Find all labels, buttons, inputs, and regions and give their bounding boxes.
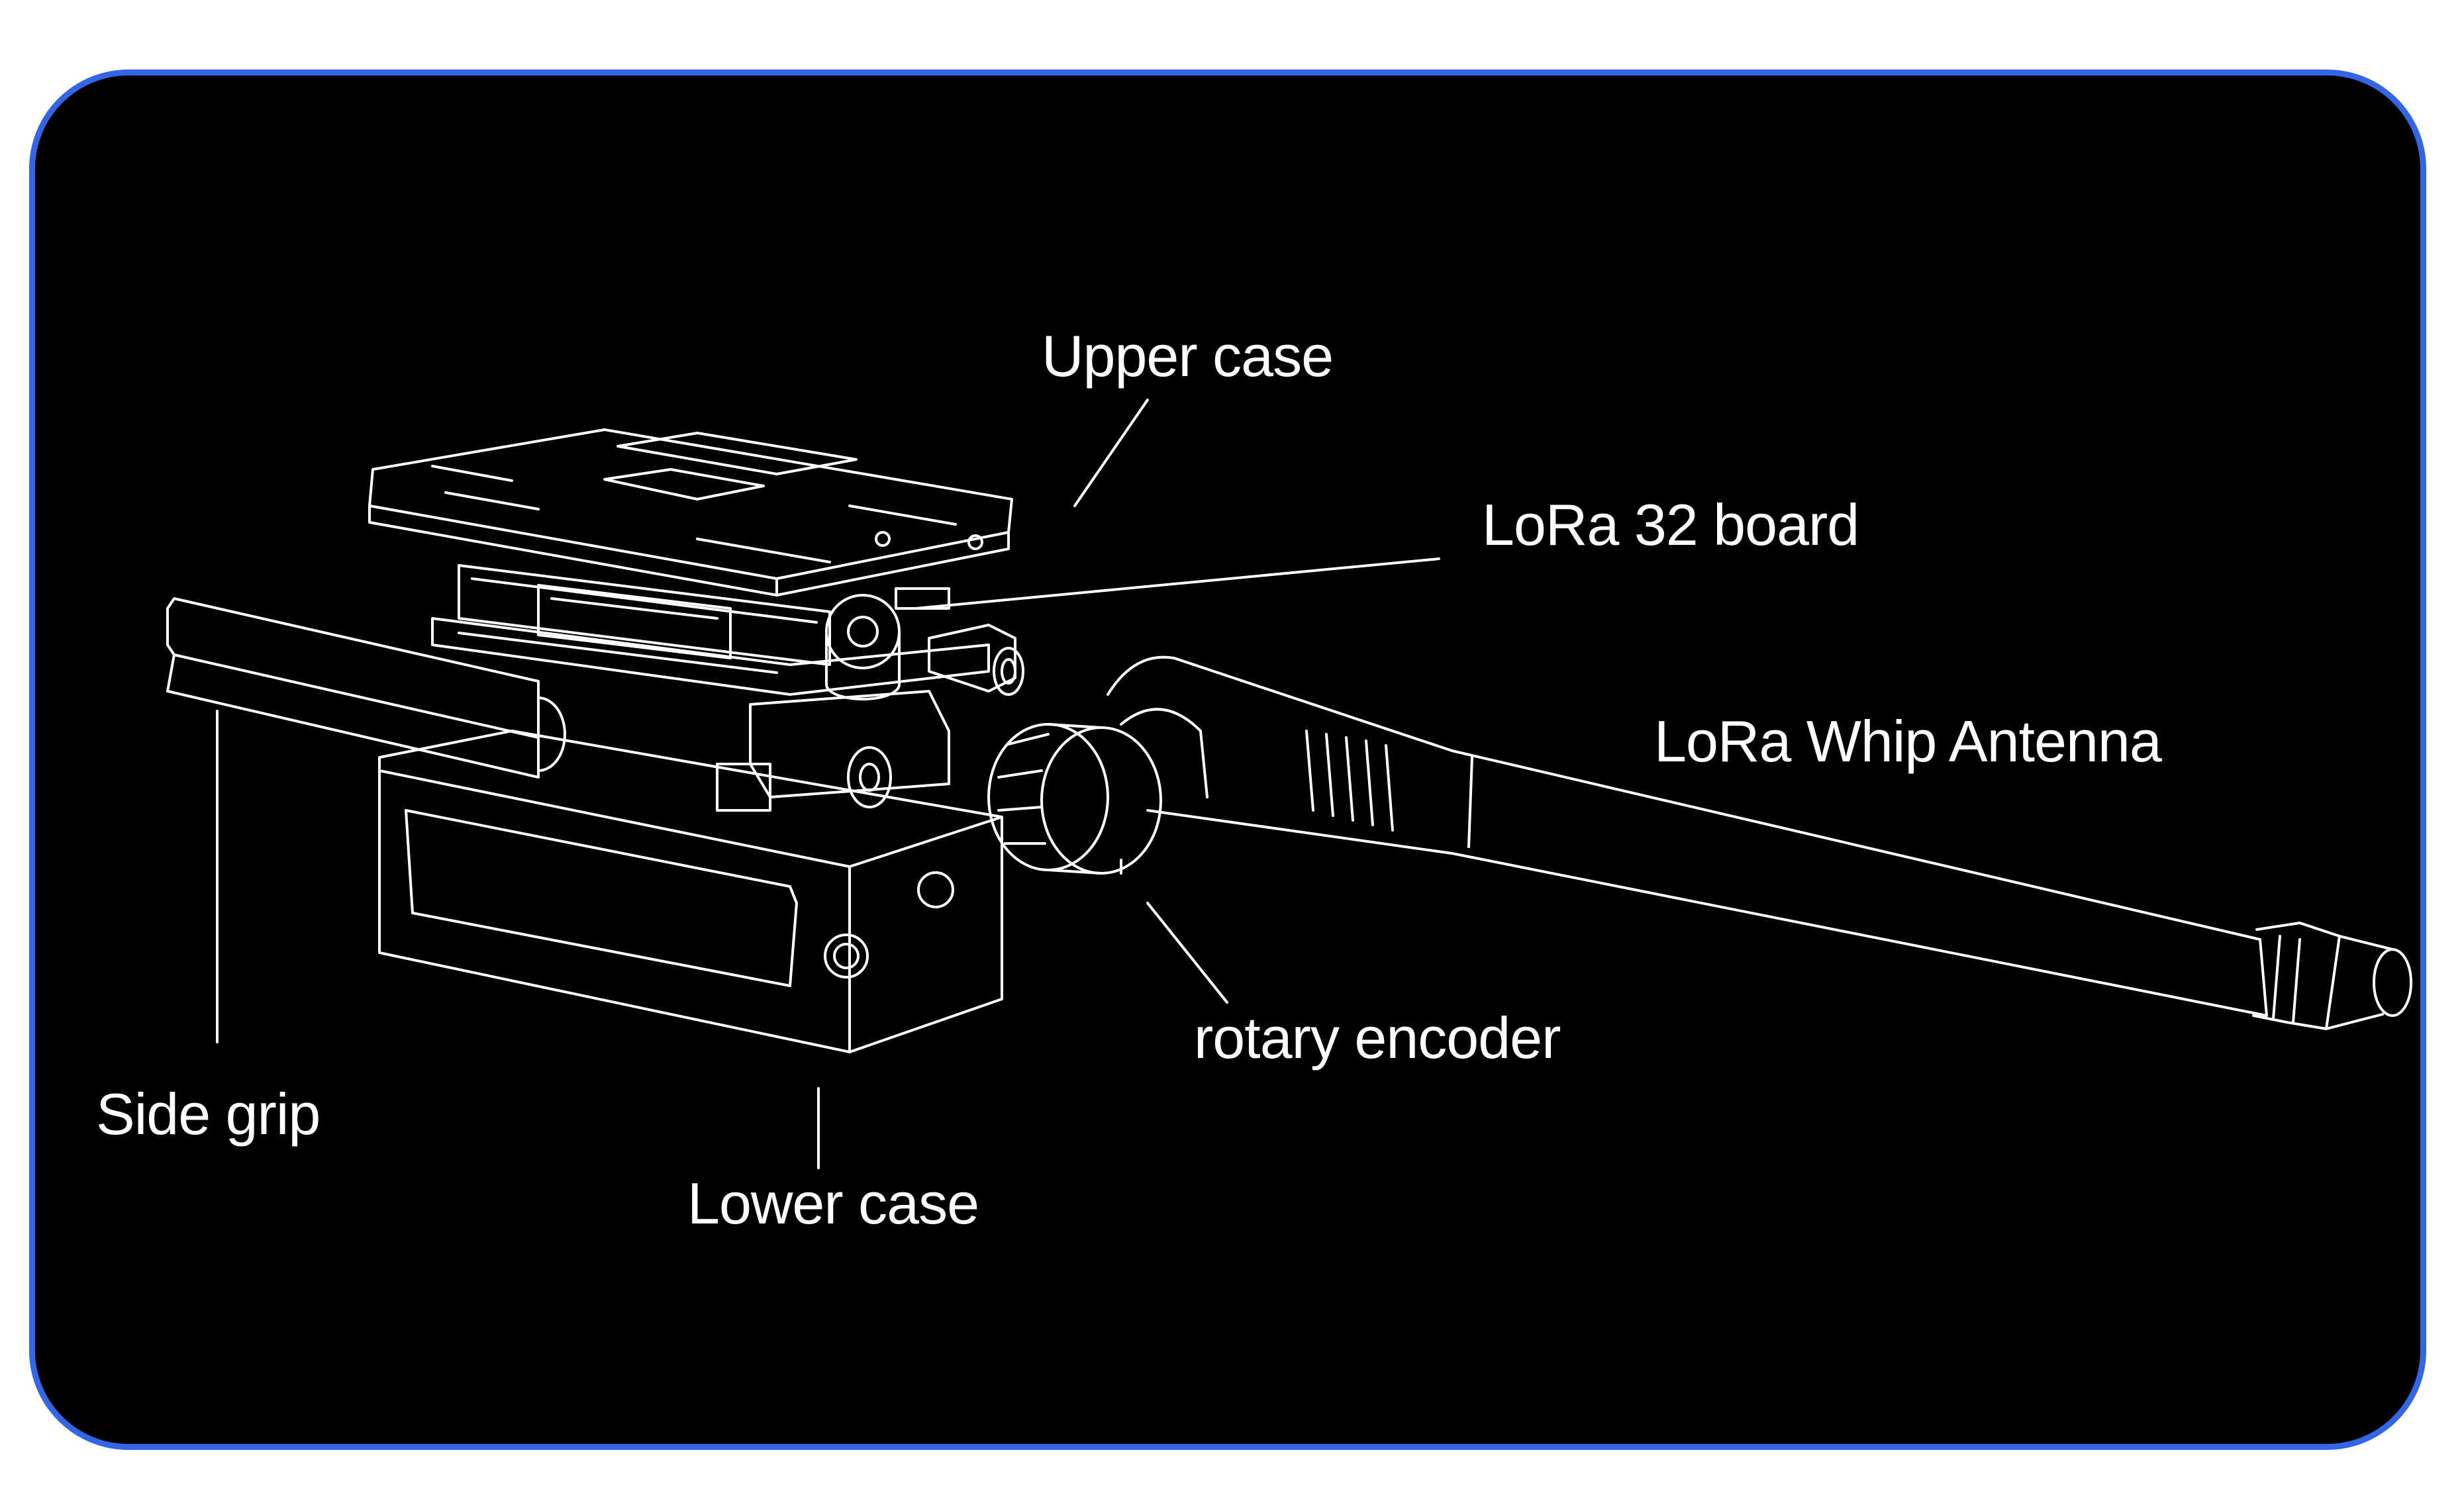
encoder-label: rotary encoder [1194, 1005, 1561, 1071]
device-drawing [166, 399, 2412, 1169]
board-label: LoRa 32 board [1482, 492, 1859, 557]
side-grip-drawing [166, 597, 566, 779]
antenna-label: LoRa Whip Antenna [1654, 708, 2162, 774]
rotary-encoder-drawing [987, 723, 1162, 875]
encoder-leader [1146, 902, 1228, 1004]
lower-case-drawing [378, 730, 1003, 1053]
lower-case-label: Lower case [687, 1171, 979, 1236]
board-leader [914, 557, 1440, 610]
diagram-panel: Upper case LoRa 32 board LoRa Whip Anten… [29, 70, 2426, 1450]
upper-case-drawing [368, 428, 1013, 610]
upper-case-label: Upper case [1042, 323, 1334, 389]
antenna-drawing [1107, 655, 2412, 1030]
board-drawing [431, 564, 1024, 812]
upper-case-leader [1073, 399, 1149, 507]
side-grip-label: Side grip [96, 1081, 320, 1147]
leader-lines [216, 399, 1440, 1169]
